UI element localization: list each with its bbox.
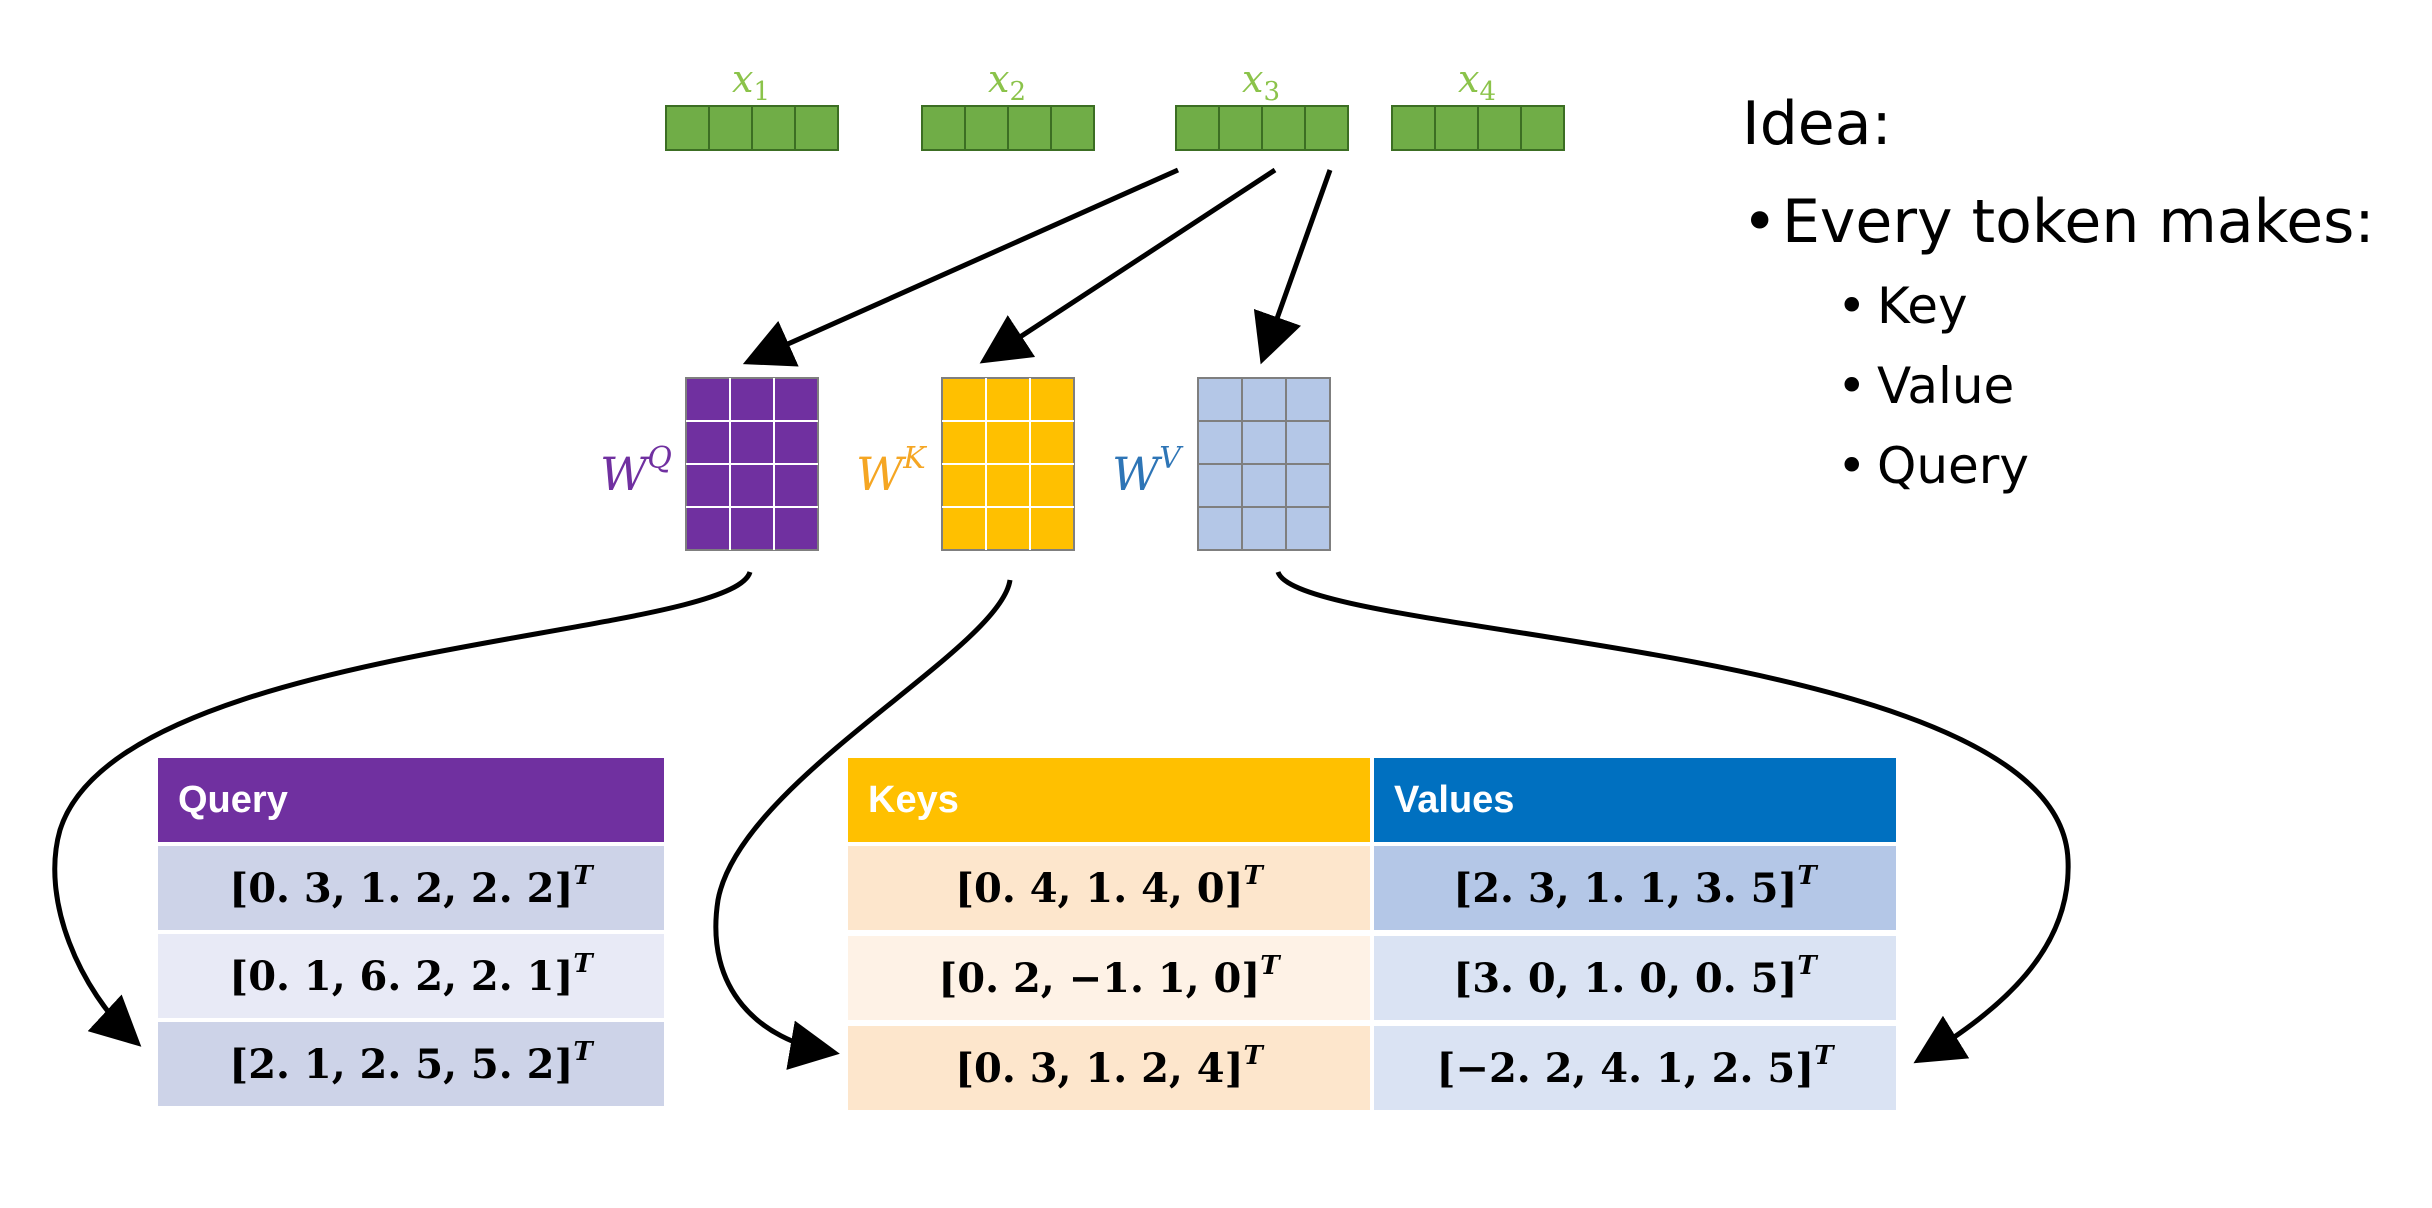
matrix-label-base: W [600, 447, 651, 501]
sub-bullet-value: •Value [1837, 354, 2375, 418]
vector-value: [3. 0, 1. 0, 0. 5] [1453, 955, 1797, 1002]
vector-transpose: T [1797, 951, 1818, 981]
bullet-dot-icon: • [1837, 437, 1867, 495]
vector-value: [0. 4, 1. 4, 0] [955, 865, 1243, 912]
vector-value: [0. 1, 6. 2, 2. 1] [229, 953, 573, 1000]
idea-panel: Idea: •Every token makes: •Key •Value •Q… [1742, 88, 2375, 498]
token-label: x1 [732, 57, 770, 107]
arrow-x3-to-wv [1253, 169, 1333, 365]
keys-header-label: Keys [868, 779, 959, 821]
matrix-label-base: W [856, 447, 907, 501]
bullet-dot-icon: • [1837, 277, 1867, 335]
arrow-wq-to-query [52, 570, 753, 1047]
vector-text: [0. 1, 6. 2, 2. 1]T [229, 949, 594, 1000]
matrix-label: WK [856, 441, 927, 501]
values-row [1374, 846, 1896, 930]
matrix-label-base: W [1112, 447, 1163, 501]
vector-value: [0. 3, 1. 2, 4] [955, 1045, 1243, 1092]
vector-value: [−2. 2, 4. 1, 2. 5] [1437, 1045, 1815, 1092]
query-header-label: Query [178, 779, 288, 821]
token-label: x3 [1242, 57, 1280, 107]
vector-transpose: T [1260, 951, 1281, 981]
vector-text: [2. 1, 2. 5, 5. 2]T [229, 1037, 594, 1088]
token-label-base: x [988, 57, 1009, 101]
keys-row [848, 936, 1370, 1020]
sub-bullet-label: Query [1877, 437, 2029, 495]
vector-text: [3. 0, 1. 0, 0. 5]T [1453, 951, 1818, 1002]
values-header-label: Values [1394, 779, 1514, 821]
sub-bullet-key: •Key [1837, 274, 2375, 338]
token-x4: x4 [1391, 57, 1565, 151]
vector-text: [0. 2, −1. 1, 0]T [938, 951, 1281, 1002]
matrix-label-sup: Q [647, 441, 672, 476]
arrows-to-weights [742, 167, 1333, 367]
weight-matrix-v: WV [1112, 377, 1331, 551]
matrix-label: WV [1112, 441, 1184, 501]
arrow-x3-to-wq [742, 167, 1180, 367]
vector-transpose: T [1244, 861, 1265, 891]
token-label-sub: 3 [1263, 77, 1280, 107]
idea-title: Idea: [1742, 89, 1892, 159]
arrow-wk-to-keys [713, 579, 1013, 1070]
vector-value: [2. 3, 1. 1, 3. 5] [1453, 865, 1797, 912]
values-row [1374, 1026, 1896, 1110]
idea-bullet: •Every token makes: [1742, 186, 2375, 258]
token-x3: x3 [1175, 57, 1349, 151]
token-label-base: x [732, 57, 753, 101]
matrix-label-sup: K [902, 441, 927, 476]
vector-value: [0. 2, −1. 1, 0] [938, 955, 1260, 1002]
vector-transpose: T [573, 861, 594, 891]
arrows-to-tables [52, 570, 2071, 1070]
token-x2: x2 [921, 57, 1095, 151]
keys-row [848, 1026, 1370, 1110]
query-header-cell [158, 758, 664, 842]
query-table: Query[0. 3, 1. 2, 2. 2]T[0. 1, 6. 2, 2. … [158, 758, 664, 1106]
query-row [158, 846, 664, 930]
bullet-dot-icon: • [1742, 187, 1778, 257]
bullet-dot-icon: • [1837, 357, 1867, 415]
token-label-base: x [1458, 57, 1479, 101]
sub-bullet-query: •Query [1837, 434, 2375, 498]
vector-text: [0. 3, 1. 2, 4]T [955, 1041, 1264, 1092]
vector-transpose: T [1244, 1041, 1265, 1071]
sub-bullet-label: Key [1877, 277, 1968, 335]
values-header-cell [1374, 758, 1896, 842]
vector-value: [2. 1, 2. 5, 5. 2] [229, 1041, 573, 1088]
keys-header-cell [848, 758, 1370, 842]
token-label-base: x [1242, 57, 1263, 101]
matrix-label: WQ [600, 441, 672, 501]
vector-text: [−2. 2, 4. 1, 2. 5]T [1437, 1041, 1836, 1092]
vector-value: [0. 3, 1. 2, 2. 2] [229, 865, 573, 912]
vector-text: [0. 3, 1. 2, 2. 2]T [229, 861, 594, 912]
vector-transpose: T [573, 1037, 594, 1067]
token-label-sub: 4 [1479, 77, 1496, 107]
idea-bullet-text: Every token makes: [1782, 187, 2375, 257]
token-label-sub: 2 [1009, 77, 1026, 107]
keys-row [848, 846, 1370, 930]
token-label: x2 [988, 57, 1026, 107]
vector-text: [0. 4, 1. 4, 0]T [955, 861, 1264, 912]
weight-matrix-q: WQ [600, 377, 819, 551]
vector-transpose: T [1797, 861, 1818, 891]
vector-transpose: T [1814, 1041, 1835, 1071]
sub-bullet-label: Value [1877, 357, 2015, 415]
token-label: x4 [1458, 57, 1496, 107]
matrix-label-sup: V [1159, 441, 1184, 476]
arrow-x3-to-wk [979, 167, 1277, 364]
vector-text: [2. 3, 1. 1, 3. 5]T [1453, 861, 1818, 912]
arrow-wv-to-values [1275, 570, 2071, 1064]
values-row [1374, 936, 1896, 1020]
token-x1: x1 [665, 57, 839, 151]
query-row [158, 934, 664, 1018]
token-label-sub: 1 [753, 77, 770, 107]
vector-transpose: T [573, 949, 594, 979]
weight-matrix-k: WK [856, 377, 1075, 551]
query-row [158, 1022, 664, 1106]
